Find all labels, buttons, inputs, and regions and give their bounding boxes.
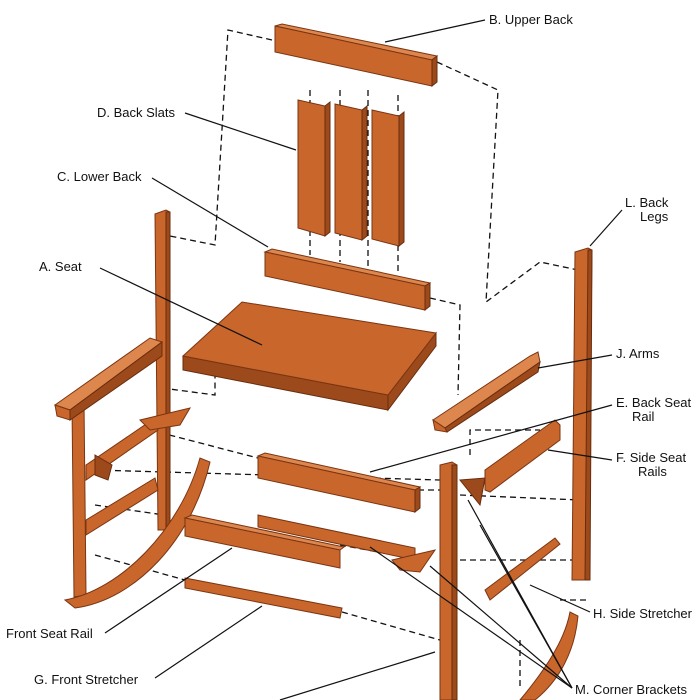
left-back-leg-part — [154, 209, 171, 531]
back-slats-part — [297, 99, 405, 248]
seat-part — [181, 301, 437, 412]
label-back-seat-rail-line2: Rail — [632, 409, 655, 424]
right-back-leg-part — [571, 247, 593, 581]
leader-lines — [99, 19, 623, 700]
label-front-seat-rail: Front Seat Rail — [6, 626, 93, 641]
label-lower-back: C. Lower Back — [57, 169, 142, 184]
left-rocker-part — [63, 457, 211, 609]
label-front-stretcher: G. Front Stretcher — [34, 672, 139, 687]
label-arms: J. Arms — [616, 346, 660, 361]
left-side-rails-part — [85, 407, 192, 536]
right-front-leg-part — [439, 461, 458, 700]
label-back-legs-line1: L. Back — [625, 195, 669, 210]
left-arm-part — [53, 337, 164, 421]
side-stretcher-part — [484, 537, 561, 601]
front-stretcher-part — [184, 577, 343, 619]
label-back-legs-line2: Legs — [640, 209, 669, 224]
label-corner-brackets: M. Corner Brackets — [575, 682, 687, 697]
back-seat-rail-part — [256, 452, 422, 514]
label-side-seat-rails-line1: F. Side Seat — [616, 450, 686, 465]
lower-back-part — [263, 248, 432, 312]
left-front-leg-part — [71, 401, 87, 598]
labels: B. Upper Back D. Back Slats C. Lower Bac… — [6, 12, 693, 697]
right-arm-part — [432, 351, 541, 433]
label-seat: A. Seat — [39, 259, 82, 274]
label-side-stretcher: H. Side Stretcher — [593, 606, 693, 621]
label-back-slats: D. Back Slats — [97, 105, 176, 120]
label-back-seat-rail-line1: E. Back Seat — [616, 395, 692, 410]
upper-back-part — [274, 23, 439, 88]
label-side-seat-rails-line2: Rails — [638, 464, 667, 479]
side-seat-rails-part — [484, 419, 561, 493]
right-rocker-part — [519, 611, 579, 700]
front-seat-rail-part — [183, 514, 346, 569]
label-upper-back: B. Upper Back — [489, 12, 573, 27]
